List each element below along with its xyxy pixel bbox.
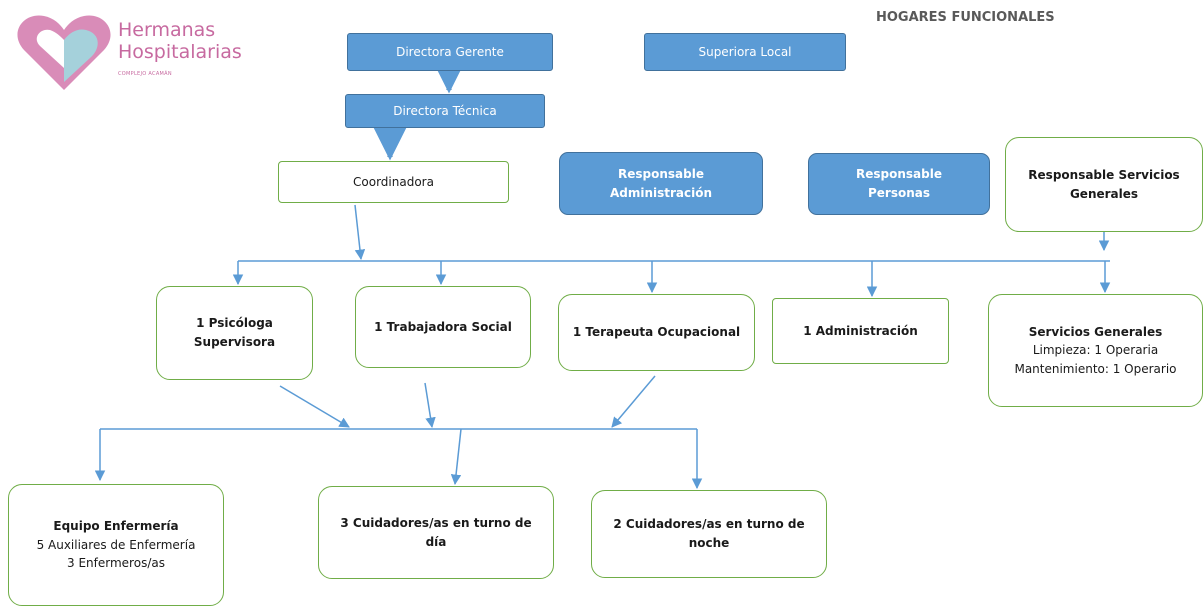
- node-label: Directora Técnica: [393, 103, 497, 118]
- node-label: Directora Gerente: [396, 44, 504, 59]
- node-label-line2: día: [425, 534, 447, 549]
- node-label-line1: 2 Cuidadores/as en turno de: [613, 517, 805, 532]
- node-line: Mantenimiento: 1 Operario: [1014, 361, 1177, 376]
- node-label-line2: Generales: [1069, 186, 1139, 201]
- node-label: Superiora Local: [698, 44, 792, 59]
- node-cuidadores-noche: 2 Cuidadores/as en turno de noche: [591, 490, 827, 578]
- hermanas-hospitalarias-logo-icon: [17, 15, 111, 90]
- node-label-line2: Personas: [867, 186, 931, 200]
- node-label-line2: Supervisora: [193, 335, 276, 349]
- node-line: Limpieza: 1 Operaria: [1032, 343, 1159, 358]
- node-line: 5 Auxiliares de Enfermería: [36, 537, 196, 552]
- node-psicologa-supervisora: 1 Psicóloga Supervisora: [156, 286, 313, 380]
- node-label-line1: Responsable: [856, 167, 942, 182]
- node-label: 1 Terapeuta Ocupacional: [572, 325, 741, 340]
- page-title: HOGARES FUNCIONALES: [876, 10, 1055, 25]
- node-responsable-servicios-generales: Responsable Servicios Generales: [1005, 137, 1203, 232]
- node-label: 1 Trabajadora Social: [374, 319, 512, 334]
- logo-subtitle: COMPLEJO ACAMÁN: [118, 71, 172, 77]
- node-terapeuta-ocupacional: 1 Terapeuta Ocupacional: [558, 294, 755, 371]
- node-label-line1: 3 Cuidadores/as en turno de: [340, 515, 532, 530]
- node-title: Equipo Enfermería: [53, 519, 179, 534]
- node-label-line2: noche: [688, 536, 730, 550]
- node-label-line1: Responsable Servicios: [1028, 167, 1180, 182]
- node-label-line1: Responsable: [618, 166, 704, 181]
- arrow-coord-bus: [354, 204, 366, 261]
- node-superiora-local: Superiora Local: [644, 33, 846, 71]
- node-servicios-generales: Servicios Generales Limpieza: 1 Operaria…: [988, 294, 1203, 407]
- node-responsable-administracion: Responsable Administración: [559, 152, 763, 215]
- node-label-line2: Administración: [609, 185, 713, 200]
- node-cuidadores-dia: 3 Cuidadores/as en turno de día: [318, 486, 554, 579]
- node-responsable-personas: Responsable Personas: [808, 153, 990, 215]
- node-label: 1 Administración: [803, 323, 918, 338]
- node-label: Coordinadora: [353, 174, 434, 189]
- node-trabajadora-social: 1 Trabajadora Social: [355, 286, 531, 368]
- node-coordinadora: Coordinadora: [278, 161, 509, 203]
- node-administracion: 1 Administración: [772, 298, 949, 364]
- logo-name-line1: Hermanas: [118, 19, 216, 41]
- node-equipo-enfermeria: Equipo Enfermería 5 Auxiliares de Enferm…: [8, 484, 224, 606]
- logo-name-line2: Hospitalarias: [118, 41, 242, 63]
- node-line: 3 Enfermeros/as: [67, 556, 165, 571]
- node-directora-gerente: Directora Gerente: [347, 33, 553, 71]
- node-title: Servicios Generales: [1028, 324, 1163, 339]
- node-label-line1: 1 Psicóloga: [196, 316, 273, 331]
- node-directora-tecnica: Directora Técnica: [345, 94, 545, 128]
